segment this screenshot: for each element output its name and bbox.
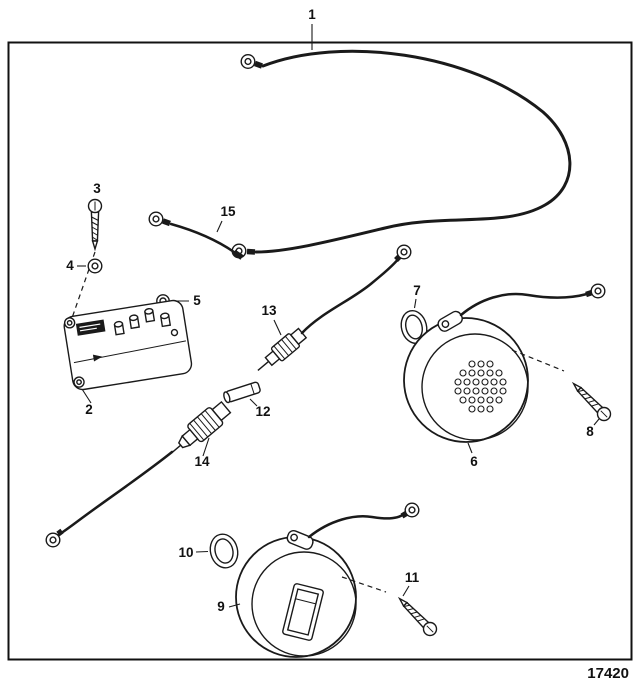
ring-terminal — [148, 211, 164, 227]
callout-8-leader — [593, 418, 600, 426]
mounting-ear-top — [63, 317, 76, 329]
part-15-jumper-cable — [148, 211, 244, 260]
part-11-screw — [394, 593, 440, 639]
callout-11: 11 — [402, 570, 420, 597]
svg-text:10: 10 — [178, 545, 193, 560]
part-3-screw — [87, 198, 103, 250]
callout-12-leader — [249, 398, 258, 407]
callout-15-leader — [216, 220, 223, 233]
part-1-cable-assembly — [231, 49, 572, 259]
drawing-number: 17420 — [587, 665, 629, 682]
callout-4: 4 — [66, 258, 86, 273]
callout-6: 6 — [467, 442, 478, 469]
part-12-sleeve-pin — [223, 381, 261, 404]
callout-2-leader — [81, 388, 92, 404]
callout-7-leader — [413, 298, 417, 309]
hole-grid — [454, 360, 507, 413]
terminal-studs — [113, 307, 172, 336]
callout-1: 1 — [308, 7, 316, 50]
diagram-border — [7, 41, 633, 661]
callout-13: 13 — [261, 303, 282, 336]
mounting-ear-bottom — [73, 376, 85, 388]
svg-text:15: 15 — [220, 204, 236, 219]
svg-text:4: 4 — [66, 258, 74, 273]
part-8-screw — [568, 378, 614, 424]
svg-text:7: 7 — [413, 283, 421, 298]
assembly-dash-screw11 — [341, 576, 387, 593]
callout-14-leader — [202, 437, 210, 457]
ring-terminal — [590, 283, 606, 299]
screw — [87, 198, 103, 250]
callout-13-leader — [273, 319, 282, 336]
svg-text:9: 9 — [217, 599, 225, 614]
callout-14: 14 — [194, 437, 210, 469]
callout-3: 3 — [93, 181, 101, 196]
screw — [568, 378, 614, 424]
ring-terminal — [404, 502, 420, 518]
part-10-o-ring — [209, 533, 239, 569]
assembly-dash-screw8 — [511, 349, 565, 372]
callout-6-leader — [467, 442, 473, 454]
callout-11-leader — [402, 585, 410, 597]
svg-text:1: 1 — [308, 7, 316, 22]
svg-text:5: 5 — [193, 293, 201, 308]
svg-text:11: 11 — [405, 570, 420, 585]
callout-10-leader — [195, 550, 209, 553]
part-13-connector — [257, 244, 412, 371]
ring-terminal — [45, 532, 61, 548]
svg-text:3: 3 — [93, 181, 101, 196]
screw — [394, 593, 440, 639]
module-label — [75, 319, 106, 336]
callout-8: 8 — [586, 418, 600, 439]
mounting-bracket — [286, 529, 314, 550]
callout-7: 7 — [413, 283, 421, 309]
svg-text:6: 6 — [470, 454, 478, 469]
arrow-mark — [92, 354, 103, 362]
callout-12: 12 — [249, 398, 271, 419]
part-14-connector — [45, 400, 232, 548]
callout-9: 9 — [217, 599, 241, 614]
part-9-lamp-disc — [235, 502, 420, 658]
svg-text:14: 14 — [194, 454, 210, 469]
svg-text:12: 12 — [255, 404, 270, 419]
callout-15: 15 — [216, 204, 236, 233]
part-7-o-ring — [400, 310, 428, 344]
ring-terminal — [240, 54, 256, 70]
svg-text:13: 13 — [261, 303, 277, 318]
part-2-control-module — [63, 299, 193, 391]
svg-text:2: 2 — [85, 402, 93, 417]
callout-10: 10 — [178, 545, 209, 560]
part-6-horn-disc — [403, 283, 606, 443]
callout-2: 2 — [81, 388, 93, 417]
ring-terminal — [396, 244, 412, 260]
window — [282, 583, 324, 641]
callout-9-leader — [228, 603, 241, 608]
svg-text:8: 8 — [586, 424, 594, 439]
part-4-washer — [87, 258, 103, 274]
